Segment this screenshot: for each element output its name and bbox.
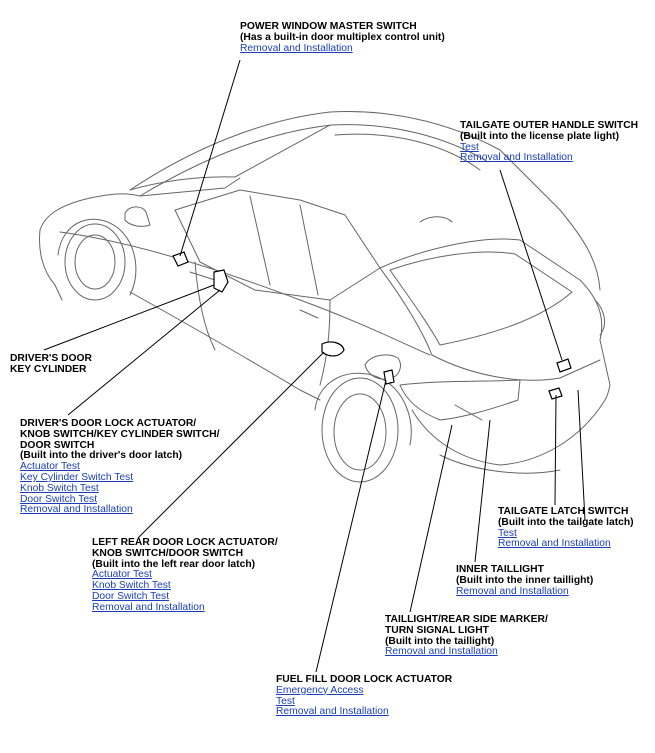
callout-tailgate-latch-switch: TAILGATE LATCH SWITCH (Built into the ta…	[498, 506, 634, 550]
callout-title: INNER TAILLIGHT	[456, 564, 544, 575]
callout-note: (Built into the inner taillight)	[456, 574, 594, 586]
callout-note: (Built into the left rear door latch)	[92, 558, 256, 570]
callout-title: KEY CYLINDER	[10, 363, 87, 375]
callout-title: LEFT REAR DOOR LOCK ACTUATOR/	[92, 537, 278, 548]
test-link[interactable]: Test	[460, 141, 479, 153]
door-switch-test-link[interactable]: Door Switch Test	[20, 493, 98, 505]
callout-title: TURN SIGNAL LIGHT	[385, 624, 489, 636]
callout-title: TAILLIGHT/REAR SIDE MARKER/	[385, 614, 548, 625]
removal-installation-link[interactable]: Removal and Installation	[92, 601, 205, 613]
callout-note: (Has a built-in door multiplex control u…	[240, 31, 445, 43]
callout-note: (Built into the tailgate latch)	[498, 516, 634, 528]
callout-title: DOOR SWITCH	[20, 439, 95, 451]
callout-tailgate-outer-handle-switch: TAILGATE OUTER HANDLE SWITCH (Built into…	[460, 120, 639, 164]
key-cylinder-switch-test-link[interactable]: Key Cylinder Switch Test	[20, 471, 134, 483]
removal-installation-link[interactable]: Removal and Installation	[498, 538, 611, 550]
removal-installation-link[interactable]: Removal and Installation	[20, 504, 133, 516]
callout-drivers-door-lock-actuator: DRIVER'S DOOR LOCK ACTUATOR/ KNOB SWITCH…	[20, 418, 220, 516]
callout-power-window-master-switch: POWER WINDOW MASTER SWITCH (Has a built-…	[240, 21, 445, 54]
leader-lines	[43, 59, 586, 673]
emergency-access-link[interactable]: Emergency Access	[276, 684, 364, 696]
removal-installation-link[interactable]: Removal and Installation	[385, 646, 498, 658]
callout-left-rear-door-lock-actuator: LEFT REAR DOOR LOCK ACTUATOR/ KNOB SWITC…	[92, 537, 278, 614]
callout-title: KNOB SWITCH/DOOR SWITCH	[92, 547, 244, 559]
actuator-test-link[interactable]: Actuator Test	[92, 569, 152, 581]
door-switch-test-link[interactable]: Door Switch Test	[92, 590, 170, 602]
callout-title: TAILGATE LATCH SWITCH	[498, 506, 629, 517]
callout-title: DRIVER'S DOOR	[10, 353, 92, 364]
callout-drivers-door-key-cylinder: DRIVER'S DOOR KEY CYLINDER	[10, 353, 92, 376]
callout-note: (Built into the driver's door latch)	[20, 450, 183, 462]
knob-switch-test-link[interactable]: Knob Switch Test	[92, 580, 171, 592]
component-markers	[172, 251, 572, 400]
car-outline	[39, 111, 611, 483]
actuator-test-link[interactable]: Actuator Test	[20, 461, 80, 473]
callout-title: DRIVER'S DOOR LOCK ACTUATOR/	[20, 418, 197, 429]
callout-fuel-fill-door-lock-actuator: FUEL FILL DOOR LOCK ACTUATOR Emergency A…	[276, 674, 453, 718]
test-link[interactable]: Test	[276, 695, 295, 707]
removal-installation-link[interactable]: Removal and Installation	[456, 585, 569, 597]
callout-title: POWER WINDOW MASTER SWITCH	[240, 21, 417, 32]
callout-note: (Built into the license plate light)	[460, 130, 620, 142]
callout-note: (Built into the taillight)	[385, 635, 495, 647]
test-link[interactable]: Test	[498, 527, 517, 539]
removal-installation-link[interactable]: Removal and Installation	[240, 42, 353, 54]
knob-switch-test-link[interactable]: Knob Switch Test	[20, 482, 99, 494]
removal-installation-link[interactable]: Removal and Installation	[276, 706, 389, 718]
removal-installation-link[interactable]: Removal and Installation	[460, 152, 573, 164]
callout-inner-taillight: INNER TAILLIGHT (Built into the inner ta…	[456, 564, 594, 597]
callout-title: FUEL FILL DOOR LOCK ACTUATOR	[276, 674, 453, 685]
callout-title: KNOB SWITCH/KEY CYLINDER SWITCH/	[20, 428, 220, 440]
callout-taillight-side-marker: TAILLIGHT/REAR SIDE MARKER/ TURN SIGNAL …	[385, 614, 548, 658]
callout-title: TAILGATE OUTER HANDLE SWITCH	[460, 120, 639, 131]
